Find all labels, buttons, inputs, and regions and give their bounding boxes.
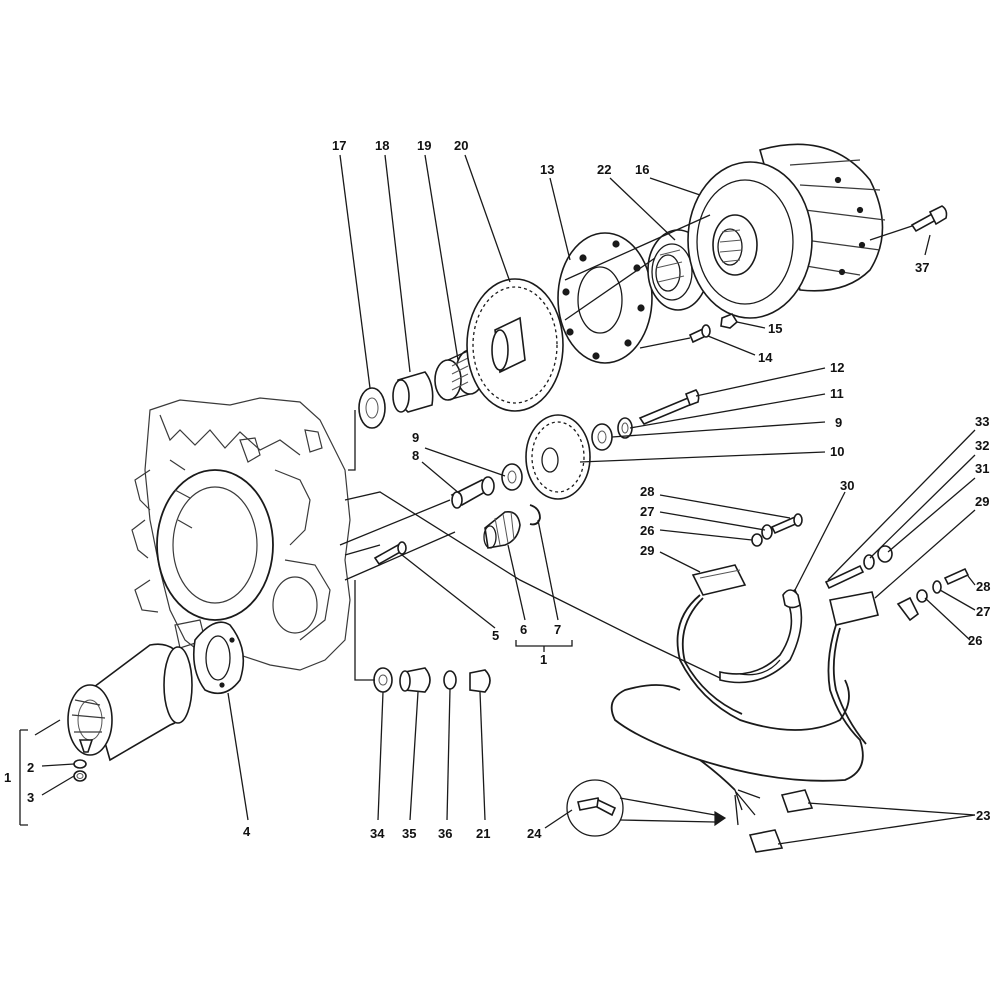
callout-28-right: 28 [976,579,990,594]
callout-18: 18 [375,138,389,153]
callout-9-left: 9 [412,430,419,445]
callout-20: 20 [454,138,468,153]
washer-27-left [761,524,773,540]
callout-27-left: 27 [640,504,654,519]
tab-washer [896,596,920,622]
callout-17: 17 [332,138,346,153]
callout-labels: 17 18 19 20 13 22 16 37 15 14 12 11 9 10… [4,138,990,841]
starter-pinion-6 [483,510,521,549]
callout-23: 23 [976,808,990,823]
dowel-14 [688,324,711,344]
callout-22: 22 [597,162,611,177]
washer-34 [373,667,393,693]
plate-13 [557,232,653,364]
callout-36: 36 [438,826,452,841]
callout-37: 37 [915,260,929,275]
callout-6: 6 [520,622,527,637]
starter-motor [67,643,193,762]
callout-9-right: 9 [835,415,842,430]
washer-26-right [916,589,928,603]
callout-4: 4 [243,824,251,839]
callout-27-right: 27 [976,604,990,619]
connector-23-bottom [748,829,784,853]
starter-washer-2 [73,759,87,769]
callout-26-left: 26 [640,523,654,538]
callout-10: 10 [830,444,844,459]
plug-21 [469,669,491,693]
callout-28-left: 28 [640,484,654,499]
washer-11 [617,417,633,439]
callout-14: 14 [758,350,773,365]
screw-5 [373,541,407,566]
oring-36 [443,670,457,690]
callout-29-left: 29 [640,543,654,558]
callout-29-right: 29 [975,494,989,509]
detail-circle-24 [566,779,727,837]
starter-flange [192,621,245,695]
washer-17 [358,387,386,429]
callout-33: 33 [975,414,989,429]
bolt-37 [910,205,948,233]
screw-28-right [943,567,970,586]
callout-24: 24 [527,826,542,841]
bolt-33 [824,564,865,590]
washer-26-left [751,533,763,547]
assembly-lines [339,214,913,681]
nut-15 [720,313,739,329]
callout-26-right: 26 [968,633,982,648]
bolt-12 [638,389,700,425]
circlip-7 [529,504,541,526]
gear-20 [466,278,564,412]
callout-7: 7 [554,622,561,637]
callout-35: 35 [402,826,416,841]
callout-34: 34 [370,826,385,841]
callout-31: 31 [975,461,989,476]
callout-11: 11 [830,386,844,401]
callout-12: 12 [830,360,844,375]
starter-nut-3 [73,770,87,782]
wire-harness [610,594,867,826]
callout-2: 2 [27,760,34,775]
nut-31 [877,545,893,563]
flywheel-16 [687,143,886,319]
bracket-30 [719,588,803,684]
callout-32: 32 [975,438,989,453]
crankcase-housing [131,397,351,671]
callout-5: 5 [492,628,499,643]
washer-32 [863,554,875,570]
callout-3: 3 [27,790,34,805]
callout-1-starter: 1 [4,770,11,785]
leader-lines [19,154,976,845]
screw-28-left [770,513,803,535]
callout-8: 8 [412,448,419,463]
shaft-8 [450,476,495,509]
cap-35 [399,667,431,693]
callout-16: 16 [635,162,649,177]
callout-15: 15 [768,321,782,336]
callout-13: 13 [540,162,554,177]
pickup-right-29 [829,591,879,626]
gear-10 [525,414,591,500]
callout-1-pinion: 1 [540,652,547,667]
pickup-left-29 [691,564,747,596]
connector-23-top [780,789,814,813]
washer-27-right [932,580,942,594]
callout-21: 21 [476,826,490,841]
callout-19: 19 [417,138,431,153]
callout-30: 30 [840,478,854,493]
washer-9-right [591,423,613,451]
washer-9-left [501,463,523,491]
bush-18 [392,371,434,413]
